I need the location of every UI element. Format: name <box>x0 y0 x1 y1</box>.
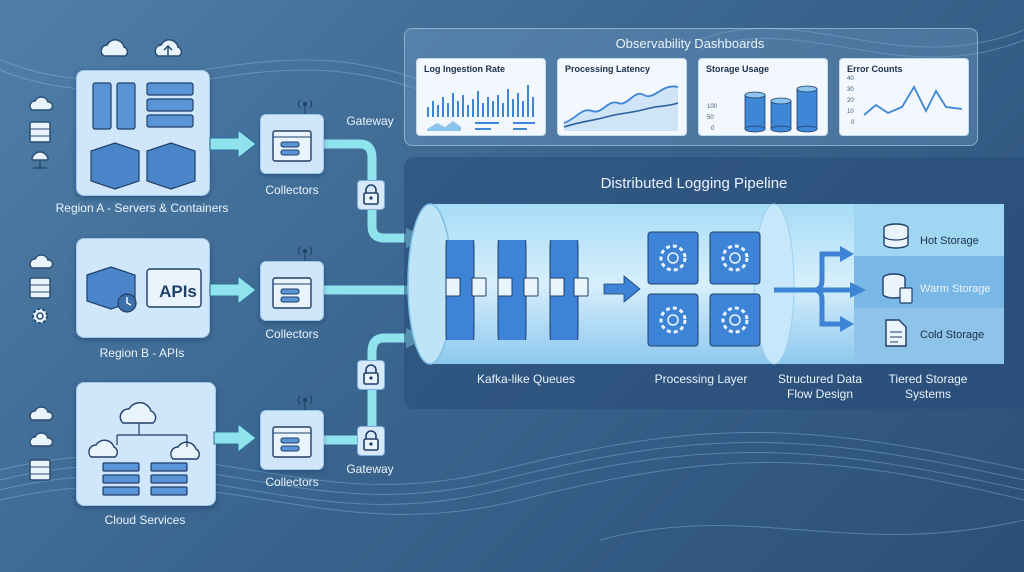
warm-storage-label: Warm Storage <box>920 283 991 295</box>
cloud-services-illustration <box>88 402 200 496</box>
clock-icon <box>117 293 137 313</box>
arrow-to-processing <box>603 275 641 303</box>
structured-flow-arrows <box>774 246 866 332</box>
latency-line-chart <box>563 85 679 131</box>
cloud-icon <box>29 406 54 421</box>
cloud-upload-icon <box>154 39 183 57</box>
tiered-storage-label-line1: Tiered Storage <box>888 372 968 386</box>
errors-tick: 0 <box>851 120 855 126</box>
dashboard-card-title: Storage Usage <box>706 64 770 74</box>
collectors-label-b: Collectors <box>265 327 319 341</box>
servers-containers-illustration <box>90 82 196 190</box>
gateway-label-top: Gateway <box>346 114 394 128</box>
gear-icon <box>659 244 749 334</box>
dashboard-card-title: Log Ingestion Rate <box>424 64 505 74</box>
cloud-services-label: Cloud Services <box>104 513 186 527</box>
tiered-storage-label-line2: Systems <box>904 387 951 401</box>
errors-tick: 30 <box>847 87 854 93</box>
lock-icon <box>357 180 385 210</box>
collectors-label-a: Collectors <box>265 183 319 197</box>
errors-tick: 20 <box>847 98 854 104</box>
lock-icon <box>357 426 385 456</box>
collector-icon <box>272 130 312 162</box>
arrow-cloud <box>213 422 257 454</box>
kafka-queues-label: Kafka-like Queues <box>476 372 576 386</box>
side-icons-a <box>29 96 54 169</box>
collectors-label-c: Collectors <box>265 475 319 489</box>
kafka-queues-illustration <box>445 240 589 340</box>
collector-icon <box>272 426 312 458</box>
cloud-icon <box>100 39 129 57</box>
dashboard-card-latency[interactable]: Processing Latency <box>557 58 687 136</box>
errors-line-chart <box>863 85 963 116</box>
errors-tick: 10 <box>847 109 854 115</box>
structured-flow-label-line2: Flow Design <box>786 387 854 401</box>
region-a-box <box>76 70 210 196</box>
antenna-icon <box>298 99 312 114</box>
tiered-storage-label: Tiered Storage Systems <box>874 372 982 402</box>
server-rack-icon <box>92 82 194 130</box>
region-a-top-icons <box>100 39 183 57</box>
lock-icon <box>357 360 385 390</box>
server-icon <box>29 121 51 143</box>
region-b-box <box>76 238 210 338</box>
network-icon <box>31 151 49 169</box>
cloud-icon <box>29 96 54 111</box>
side-icons-b <box>29 254 54 324</box>
cloud-services-box <box>76 382 216 506</box>
region-a-label: Region A - Servers & Containers <box>55 201 229 215</box>
errors-tick: 40 <box>847 76 854 82</box>
gear-icon <box>32 308 48 324</box>
hot-storage-label: Hot Storage <box>920 235 979 247</box>
storage-cylinders-chart <box>744 85 818 133</box>
region-b-label: Region B - APIs <box>99 346 185 360</box>
dashboard-card-errors[interactable]: Error Counts 40 30 20 10 0 <box>839 58 969 136</box>
collector-c <box>260 410 324 470</box>
collector-a <box>260 114 324 174</box>
dashboards-title: Observability Dashboards <box>615 36 765 51</box>
database-icon <box>883 223 909 249</box>
storage-tick: 50 <box>707 115 714 121</box>
structured-flow-label: Structured Data Flow Design <box>764 372 876 402</box>
cloud-icon <box>29 432 54 447</box>
database-document-icon <box>882 273 913 304</box>
pipeline-title: Distributed Logging Pipeline <box>600 175 788 192</box>
document-icon <box>445 277 589 297</box>
server-icon <box>29 277 51 299</box>
apis-text: APIs <box>159 282 197 301</box>
server-icon <box>29 459 51 481</box>
collector-icon <box>272 277 312 309</box>
cold-storage-label: Cold Storage <box>920 329 985 341</box>
container-icon <box>90 142 196 190</box>
arrow-region-a <box>209 128 257 160</box>
antenna-icon <box>298 395 312 410</box>
arrow-region-b <box>209 274 257 306</box>
dashboard-card-title: Processing Latency <box>565 64 651 74</box>
dashboard-card-ingestion[interactable]: Log Ingestion Rate <box>416 58 546 136</box>
cloud-icon <box>29 254 54 269</box>
processing-layer-label: Processing Layer <box>654 372 748 386</box>
ingestion-bars-chart <box>427 85 535 131</box>
cloud-icon <box>88 402 200 460</box>
server-stack-icon <box>102 462 188 496</box>
dashboard-card-storage[interactable]: Storage Usage 100 50 0 <box>698 58 828 136</box>
antenna-icon <box>298 246 312 261</box>
side-icons-c <box>29 406 54 481</box>
structured-flow-label-line1: Structured Data <box>777 372 863 386</box>
processing-layer-illustration <box>647 231 761 347</box>
storage-tick: 0 <box>711 126 715 132</box>
gateway-label-bottom: Gateway <box>346 462 394 476</box>
storage-tick: 100 <box>707 104 718 110</box>
document-icon <box>885 319 907 347</box>
collector-b <box>260 261 324 321</box>
api-window <box>146 268 202 308</box>
apis-illustration <box>86 266 202 313</box>
dashboard-card-title: Error Counts <box>847 64 903 74</box>
